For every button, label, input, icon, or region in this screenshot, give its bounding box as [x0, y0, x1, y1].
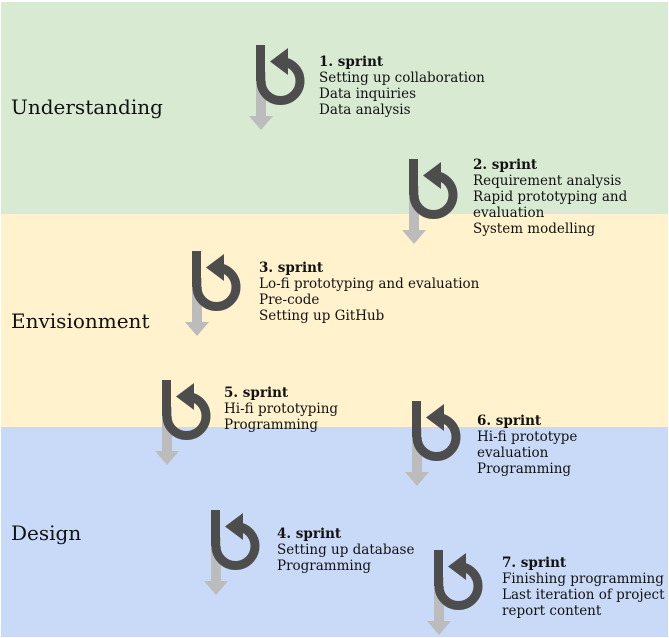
sprint-text: 3. sprint Lo-fi prototyping and evaluati… — [259, 260, 479, 324]
sprint-text: 2. sprint Requirement analysis Rapid pro… — [473, 157, 627, 237]
iteration-loop-icon — [203, 507, 263, 597]
sprint-activity: Setting up collaboration — [319, 70, 485, 86]
sprint-activity: Finishing programming — [502, 571, 664, 587]
sprint-title: 5. sprint — [224, 385, 289, 401]
phase-label-envisionment: Envisionment — [11, 309, 150, 333]
sprint-text: 6. sprint Hi-fi prototype evaluation Pro… — [477, 413, 577, 477]
sprint-activity: Setting up GitHub — [259, 308, 385, 324]
sprint-text: 7. sprint Finishing programming Last ite… — [502, 555, 665, 619]
sprint-text: 5. sprint Hi-fi prototyping Programming — [224, 385, 338, 433]
sprint-activity: Lo-fi prototyping and evaluation — [259, 276, 480, 292]
sprint-activity: Programming — [224, 417, 319, 433]
sprint-activity: Hi-fi prototyping — [224, 401, 339, 417]
phase-label-understanding: Understanding — [11, 95, 163, 119]
iteration-loop-icon — [184, 248, 244, 338]
phase-label-design: Design — [11, 521, 82, 545]
sprint-text: 1. sprint Setting up collaboration Data … — [319, 54, 485, 118]
sprint-activity: Data analysis — [319, 102, 411, 118]
iteration-loop-icon — [426, 547, 486, 637]
sprint-activity: Data inquiries — [319, 86, 416, 102]
sprint-activity: Requirement analysis — [473, 173, 622, 189]
iteration-loop-icon — [248, 42, 308, 132]
sprint-activity: evaluation — [473, 205, 545, 221]
iteration-loop-icon — [404, 398, 464, 488]
sprint-title: 6. sprint — [477, 413, 542, 429]
sprint-activity: Programming — [477, 461, 572, 477]
sprint-activity: Setting up database — [277, 542, 415, 558]
sprint-title: 7. sprint — [502, 555, 567, 571]
sprint-title: 1. sprint — [319, 54, 384, 70]
sprint-activity: Programming — [277, 558, 372, 574]
sprint-text: 4. sprint Setting up database Programmin… — [277, 526, 414, 574]
sprint-activity: Last iteration of project — [502, 587, 665, 603]
iteration-loop-icon — [154, 377, 214, 467]
phase-band-design: Design — [1, 427, 668, 637]
iteration-loop-icon — [401, 156, 461, 246]
sprint-activity: evaluation — [477, 445, 549, 461]
sprint-activity: Hi-fi prototype — [477, 429, 578, 445]
sprint-title: 3. sprint — [259, 260, 324, 276]
sprint-activity: Pre-code — [259, 292, 320, 308]
sprint-title: 4. sprint — [277, 526, 342, 542]
phase-band-envisionment: Envisionment — [1, 214, 668, 427]
phase-band-understanding: Understanding — [1, 2, 668, 214]
sprint-activity: report content — [502, 603, 602, 619]
sprint-title: 2. sprint — [473, 157, 538, 173]
sprint-activity: System modelling — [473, 221, 596, 237]
sprint-activity: Rapid prototyping and — [473, 189, 628, 205]
